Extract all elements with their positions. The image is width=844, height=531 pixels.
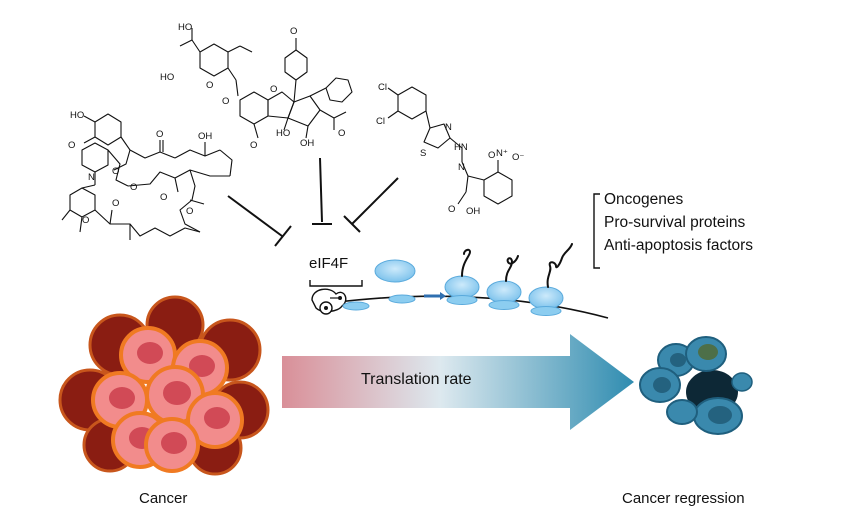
svg-text:S: S <box>420 148 426 159</box>
svg-text:OH: OH <box>198 131 212 142</box>
svg-text:O: O <box>270 84 277 95</box>
svg-text:O: O <box>112 198 119 209</box>
ribosome-icon <box>374 259 416 283</box>
factor-oncogenes: Oncogenes <box>604 191 684 208</box>
eif4f-bracket <box>309 280 363 287</box>
ribosome-icon <box>342 301 370 311</box>
ribosome-icon <box>528 286 564 310</box>
factor-anti-apoptosis: Anti-apoptosis factors <box>604 237 754 254</box>
ribosome-icon <box>388 294 416 304</box>
svg-text:O: O <box>290 26 297 37</box>
peptide-chains <box>461 243 573 288</box>
translation-rate-label: Translation rate <box>361 371 472 388</box>
svg-text:HO: HO <box>160 72 174 83</box>
svg-text:O: O <box>222 96 229 107</box>
svg-text:N: N <box>88 172 95 183</box>
ribosome-icon <box>444 275 480 299</box>
svg-text:O: O <box>448 204 455 215</box>
svg-text:O: O <box>112 166 119 177</box>
svg-text:O: O <box>82 215 89 226</box>
svg-text:O: O <box>206 80 213 91</box>
svg-text:O⁻: O⁻ <box>512 152 524 163</box>
ribosome-icon <box>486 280 522 304</box>
product-bracket <box>593 193 600 269</box>
svg-text:OH: OH <box>300 138 314 149</box>
cancer-cluster-icon <box>58 295 270 476</box>
eif4f-label: eIF4F <box>309 255 349 272</box>
svg-text:HN: HN <box>454 142 468 153</box>
translation-rate-arrow <box>282 334 634 430</box>
svg-text:N: N <box>458 162 465 173</box>
inhibition-lines <box>227 157 399 247</box>
cap-complex-icon <box>311 288 347 315</box>
svg-text:Cl: Cl <box>378 82 387 93</box>
svg-text:O: O <box>160 192 167 203</box>
svg-text:O: O <box>488 150 495 161</box>
svg-text:O: O <box>338 128 345 139</box>
inhibition-bar-icon <box>274 225 292 247</box>
svg-text:N⁺: N⁺ <box>496 148 508 159</box>
svg-text:O: O <box>250 140 257 151</box>
svg-text:O: O <box>68 140 75 151</box>
cancer-caption: Cancer <box>139 490 188 507</box>
svg-text:O: O <box>130 182 137 193</box>
flavagline-molecule: HO HO O O O O O HO OH O <box>160 22 353 151</box>
factor-pro-survival: Pro-survival proteins <box>604 214 746 231</box>
cancer-regression-caption: Cancer regression <box>622 490 745 507</box>
macrocycle-molecule: HO O N O O O OH O O O O <box>61 110 233 240</box>
svg-text:O: O <box>186 206 193 217</box>
svg-text:OH: OH <box>466 206 480 217</box>
svg-text:HO: HO <box>178 22 192 33</box>
svg-text:N: N <box>445 122 452 133</box>
translating-ribosomes <box>444 275 564 316</box>
svg-text:HO: HO <box>70 110 84 121</box>
thiazole-molecule: Cl Cl S N HN N O N⁺ O⁻ O OH <box>376 82 524 217</box>
svg-text:Cl: Cl <box>376 116 385 127</box>
svg-text:O: O <box>156 129 163 140</box>
svg-text:HO: HO <box>276 128 290 139</box>
regressed-cells-icon <box>639 336 753 435</box>
inhibition-bar-icon <box>343 215 361 233</box>
